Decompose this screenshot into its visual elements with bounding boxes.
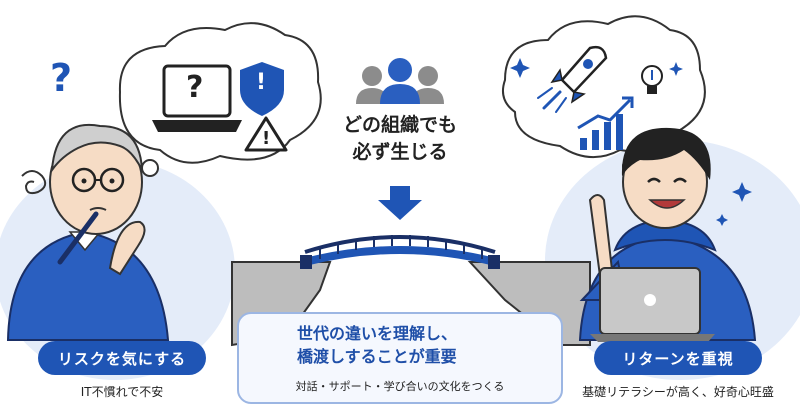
center-headline-line2: 橋渡しすることが重要	[297, 347, 457, 366]
sparkle-icon	[510, 58, 752, 226]
center-headline: 世代の違いを理解し、 橋渡しすることが重要	[297, 322, 557, 368]
right-caption: 基礎リテラシーが高く、好奇心旺盛	[582, 385, 774, 399]
people-group-icon	[356, 58, 444, 104]
center-top-line2: 必ず生じる	[352, 141, 448, 163]
center-top-line1: どの組織でも	[342, 114, 457, 136]
older-person-illustration	[6, 124, 170, 341]
shield-warning-glyph: !	[256, 70, 267, 95]
left-label-pill: リスクを気にする	[38, 341, 206, 375]
down-arrow-icon	[378, 186, 422, 220]
center-top-text: どの組織でも 必ず生じる	[300, 112, 500, 166]
dizzy-swirl-icon	[21, 170, 47, 195]
lightbulb-icon	[641, 65, 663, 94]
growth-chart-icon	[577, 96, 634, 150]
question-mark-icon: ?	[50, 56, 73, 100]
laptop-question-icon	[152, 64, 242, 132]
right-label-pill: リターンを重視	[594, 341, 762, 375]
triangle-warning-glyph: !	[262, 128, 271, 149]
young-person-illustration	[578, 127, 757, 342]
bridge	[300, 235, 500, 269]
center-subtitle: 対話・サポート・学び合いの文化をつくる	[295, 380, 505, 393]
left-caption: IT不慣れで不安	[80, 385, 164, 399]
rocket-icon	[537, 45, 608, 113]
laptop-question-glyph: ?	[186, 70, 204, 105]
center-headline-line1: 世代の違いを理解し、	[297, 324, 458, 343]
shield-icon	[240, 62, 284, 116]
center-message-box: 世代の違いを理解し、 橋渡しすることが重要 対話・サポート・学び合いの文化をつく…	[237, 312, 563, 404]
warning-icon	[244, 116, 288, 152]
